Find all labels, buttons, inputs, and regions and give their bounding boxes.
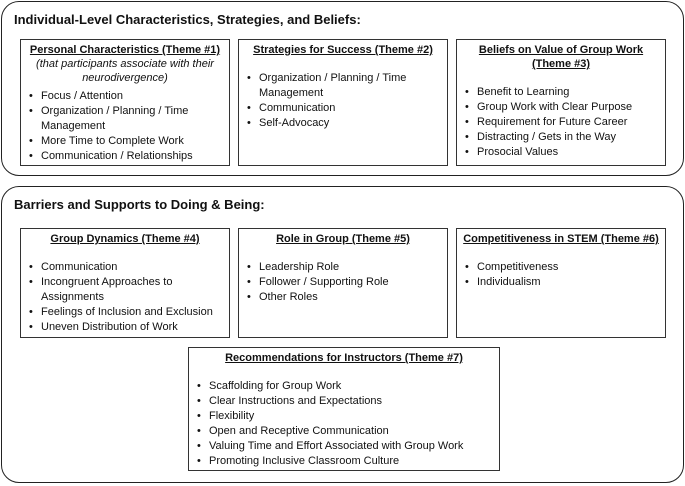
theme-box-2: Strategies for Success (Theme #2) Organi… — [238, 39, 448, 166]
theme-subtitle: (that participants associate with their … — [36, 58, 214, 84]
list-item: Individualism — [463, 275, 659, 290]
section-barriers-supports: Barriers and Supports to Doing & Being: … — [1, 186, 684, 483]
list-item: Organization / Planning / Time Managemen… — [27, 104, 223, 134]
list-item: Competitiveness — [463, 260, 659, 275]
theme-item-list: Leadership Role Follower / Supporting Ro… — [245, 260, 441, 305]
section-title: Individual-Level Characteristics, Strate… — [14, 12, 361, 27]
theme-title: Personal Characteristics (Theme #1) — [29, 44, 221, 56]
list-item: Focus / Attention — [27, 89, 223, 104]
list-item: Communication — [27, 260, 223, 275]
list-item: Distracting / Gets in the Way — [463, 130, 659, 145]
list-item: Requirement for Future Career — [463, 115, 659, 130]
list-item: Open and Receptive Communication — [195, 424, 493, 439]
theme-title: Beliefs on Value of Group Work (Theme #3… — [478, 44, 644, 70]
theme-box-5: Role in Group (Theme #5) Leadership Role… — [238, 228, 448, 338]
list-item: Uneven Distribution of Work — [27, 320, 223, 335]
theme-box-7: Recommendations for Instructors (Theme #… — [188, 347, 500, 471]
theme-title: Group Dynamics (Theme #4) — [50, 233, 200, 245]
theme-title: Competitiveness in STEM (Theme #6) — [463, 233, 659, 245]
theme-item-list: Focus / Attention Organization / Plannin… — [27, 89, 223, 164]
section-title: Barriers and Supports to Doing & Being: — [14, 197, 265, 212]
list-item: Other Roles — [245, 290, 441, 305]
theme-box-3: Beliefs on Value of Group Work (Theme #3… — [456, 39, 666, 166]
theme-box-6: Competitiveness in STEM (Theme #6) Compe… — [456, 228, 666, 338]
theme-item-list: Competitiveness Individualism — [463, 260, 659, 290]
theme-item-list: Benefit to Learning Group Work with Clea… — [463, 85, 659, 160]
list-item: Communication / Relationships — [27, 149, 223, 164]
list-item: Flexibility — [195, 409, 493, 424]
list-item: Incongruent Approaches to Assignments — [27, 275, 223, 305]
section-individual-level: Individual-Level Characteristics, Strate… — [1, 1, 684, 176]
theme-item-list: Communication Incongruent Approaches to … — [27, 260, 223, 335]
theme-title: Role in Group (Theme #5) — [276, 233, 410, 245]
theme-title: Recommendations for Instructors (Theme #… — [225, 352, 463, 364]
list-item: Organization / Planning / Time Managemen… — [245, 71, 441, 101]
theme-box-4: Group Dynamics (Theme #4) Communication … — [20, 228, 230, 338]
list-item: Benefit to Learning — [463, 85, 659, 100]
list-item: Feelings of Inclusion and Exclusion — [27, 305, 223, 320]
theme-item-list: Scaffolding for Group Work Clear Instruc… — [195, 379, 493, 469]
theme-title: Strategies for Success (Theme #2) — [253, 44, 433, 56]
theme-item-list: Organization / Planning / Time Managemen… — [245, 71, 441, 131]
list-item: Self-Advocacy — [245, 116, 441, 131]
list-item: Group Work with Clear Purpose — [463, 100, 659, 115]
list-item: Valuing Time and Effort Associated with … — [195, 439, 493, 454]
list-item: Scaffolding for Group Work — [195, 379, 493, 394]
list-item: Leadership Role — [245, 260, 441, 275]
list-item: Communication — [245, 101, 441, 116]
list-item: Clear Instructions and Expectations — [195, 394, 493, 409]
list-item: Follower / Supporting Role — [245, 275, 441, 290]
list-item: Promoting Inclusive Classroom Culture — [195, 454, 493, 469]
list-item: Prosocial Values — [463, 145, 659, 160]
list-item: More Time to Complete Work — [27, 134, 223, 149]
theme-box-1: Personal Characteristics (Theme #1) (tha… — [20, 39, 230, 166]
